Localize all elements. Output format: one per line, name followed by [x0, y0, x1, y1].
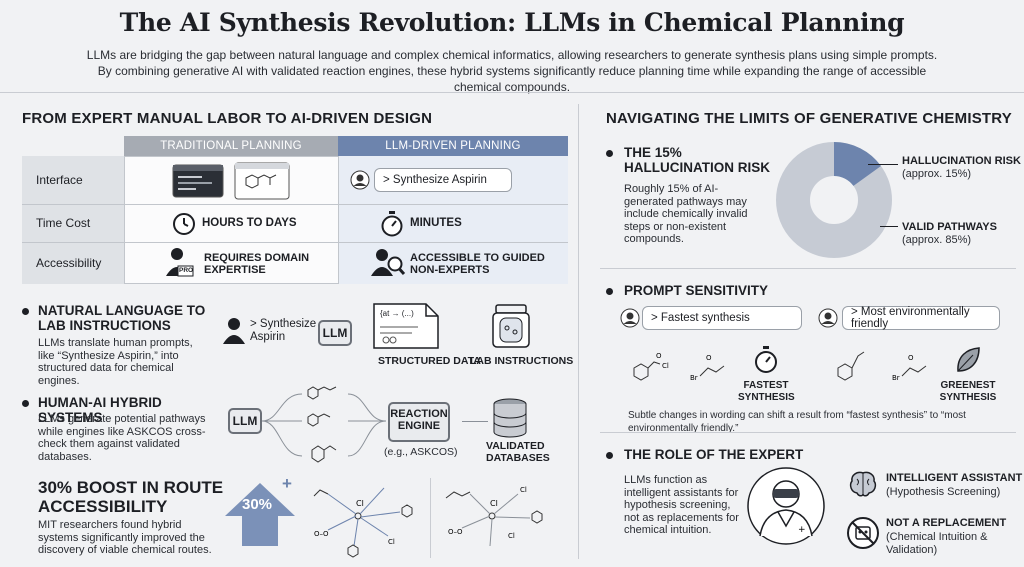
hall-legend-sub: (approx. 15%): [902, 168, 972, 180]
bullet-dot: [606, 150, 613, 157]
structured-data-label: STRUCTURED DATA: [378, 355, 481, 367]
boost-body: MIT researchers found hybrid systems sig…: [38, 519, 212, 556]
magnifier-person-icon: [370, 246, 406, 280]
donut-slice-hallucination: [776, 142, 892, 258]
svg-text:O: O: [656, 352, 662, 360]
svg-text:O–O: O–O: [448, 528, 463, 536]
database-icon: [492, 398, 528, 438]
nl-heading: NATURAL LANGUAGE TO LAB INSTRUCTIONS: [38, 303, 206, 333]
svg-text:O: O: [706, 354, 712, 362]
lab-instructions-label: LAB INSTRUCTIONS: [470, 355, 574, 367]
replacement-label: NOT A REPLACEMENT: [886, 517, 1007, 529]
pathway-branches: [262, 386, 388, 472]
header-divider: [0, 92, 1024, 93]
svg-text:Cl: Cl: [520, 486, 527, 494]
svg-text:Cl: Cl: [662, 362, 669, 370]
access-llm: ACCESSIBLE TO GUIDED NON-EXPERTS: [410, 252, 545, 276]
row-time-label: Time Cost: [36, 216, 91, 230]
svg-text:Cl: Cl: [508, 532, 515, 540]
expert-heading: THE ROLE OF THE EXPERT: [624, 447, 804, 462]
valid-legend-label: VALID PATHWAYS: [902, 221, 997, 233]
right-heading: NAVIGATING THE LIMITS OF GENERATIVE CHEM…: [606, 110, 1012, 127]
engine-example: (e.g., ASKCOS): [384, 446, 458, 458]
prompt-b-box: > Most environmentally friendly: [842, 306, 1000, 330]
validated-db-label: VALIDATED DATABASES: [486, 440, 550, 464]
row-access-label: Accessibility: [36, 256, 102, 270]
scientist-icon: +: [746, 466, 826, 546]
bullet-dot: [606, 452, 613, 459]
no-robot-icon: [846, 516, 880, 550]
hall-legend-label: HALLUCINATION RISK: [902, 155, 1021, 167]
comparison-table: TRADITIONAL PLANNING LLM-DRIVEN PLANNING…: [22, 136, 568, 286]
user-icon: [222, 316, 246, 344]
risk-donut-chart: [776, 142, 892, 258]
svg-text:Cl: Cl: [388, 538, 395, 546]
risk-body: Roughly 15% of AI-generated pathways may…: [624, 183, 748, 245]
column-divider: [578, 104, 579, 559]
access-traditional: REQUIRES DOMAIN EXPERTISE: [204, 252, 310, 276]
bullet-dot: [22, 308, 29, 315]
terminal-icon: [172, 164, 224, 198]
user-avatar-icon: [620, 308, 640, 328]
molecule-b-icon: Br O: [832, 346, 942, 386]
prompt-caption: Subtle changes in wording can shift a re…: [628, 410, 966, 434]
plus-icon: +: [282, 474, 292, 493]
lab-instrument-icon: [490, 304, 532, 350]
hybrid-heading: HUMAN-AI HYBRID SYSTEMS: [38, 395, 162, 425]
row-interface-label: Interface: [36, 173, 83, 187]
bullet-dot: [606, 288, 613, 295]
intro-text: LLMs are bridging the gap between natura…: [86, 48, 938, 94]
svg-text:O: O: [908, 354, 914, 362]
interface-prompt-box: > Synthesize Aspirin: [374, 168, 512, 192]
svg-text:Cl: Cl: [356, 499, 364, 508]
hybrid-body: LLMs generate potential pathways while e…: [38, 413, 206, 463]
nl-prompt-text: > Synthesize Aspirin: [250, 318, 317, 343]
svg-text:Cl: Cl: [490, 499, 498, 508]
hybrid-llm-box: LLM: [228, 408, 262, 434]
user-avatar-icon: [350, 170, 370, 190]
pro-badge: PRO: [179, 267, 194, 274]
risk-heading: THE 15% HALLUCINATION RISK: [624, 145, 770, 175]
doc-snippet: {at → (...): [380, 309, 414, 318]
prompt-a-box: > Fastest synthesis: [642, 306, 802, 330]
svg-text:O–O: O–O: [314, 530, 329, 538]
greenest-label: GREENEST SYNTHESIS: [939, 380, 997, 403]
nl-llm-box: LLM: [318, 320, 352, 346]
leaf-icon: [955, 346, 981, 374]
reaction-engine-box: REACTION ENGINE: [390, 408, 448, 432]
brain-icon: [848, 470, 878, 498]
svg-text:Br: Br: [690, 374, 698, 382]
prompt-heading: PROMPT SENSITIVITY: [624, 283, 769, 298]
structured-doc-icon: [372, 303, 440, 349]
fastest-label: FASTEST SYNTHESIS: [738, 380, 795, 403]
valid-legend-sub: (approx. 85%): [902, 234, 972, 246]
nl-body: LLMs translate human prompts, like “Synt…: [38, 337, 193, 387]
page-title: The AI Synthesis Revolution: LLMs in Che…: [119, 8, 905, 37]
col-traditional-header: TRADITIONAL PLANNING: [160, 140, 302, 152]
assistant-label: INTELLIGENT ASSISTANT: [886, 472, 1023, 484]
user-avatar-icon: [818, 308, 838, 328]
svg-text:Br: Br: [892, 374, 900, 382]
time-llm: MINUTES: [410, 217, 462, 229]
stopwatch-icon: [754, 346, 778, 374]
up-arrow-icon: [224, 482, 296, 546]
left-heading: FROM EXPERT MANUAL LABOR TO AI-DRIVEN DE…: [22, 110, 433, 127]
molecule-editor-icon: [234, 162, 290, 200]
expert-person-icon: [164, 246, 194, 280]
assistant-sub: (Hypothesis Screening): [886, 486, 1001, 498]
boost-arrow-label: 30%: [242, 496, 273, 513]
boost-heading: 30% BOOST IN ROUTE ACCESSIBILITY: [38, 478, 224, 516]
svg-text:+: +: [798, 525, 806, 535]
stopwatch-icon: [380, 211, 404, 237]
bullet-dot: [22, 400, 29, 407]
replacement-sub: (Chemical Intuition & Validation): [886, 531, 988, 556]
col-llm-header: LLM-DRIVEN PLANNING: [385, 140, 521, 152]
clock-icon: [172, 212, 196, 236]
expert-body: LLMs function as intelligent assistants …: [624, 474, 739, 536]
time-traditional: HOURS TO DAYS: [202, 217, 297, 229]
